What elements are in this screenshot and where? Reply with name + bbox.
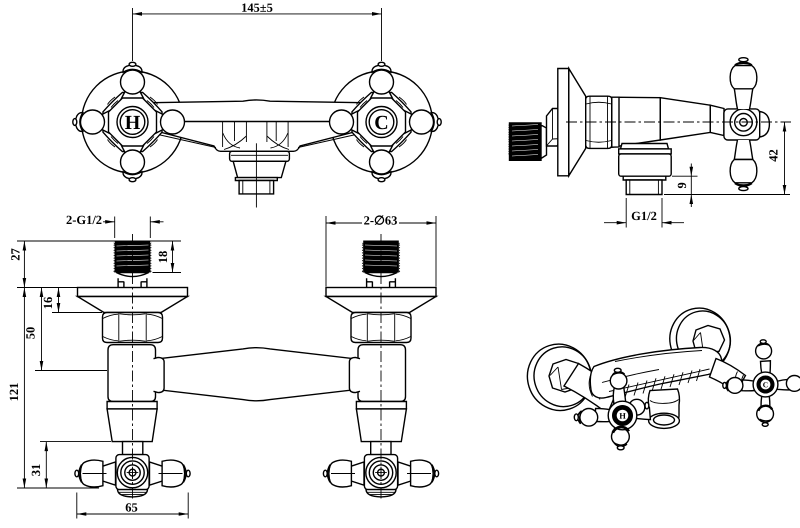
- svg-text:65: 65: [125, 500, 138, 514]
- svg-text:2-∅63: 2-∅63: [364, 213, 398, 227]
- svg-text:H: H: [619, 411, 626, 421]
- svg-text:C: C: [374, 112, 388, 134]
- svg-text:145±5: 145±5: [241, 1, 273, 15]
- svg-text:2-G1/2: 2-G1/2: [66, 213, 102, 227]
- svg-text:H: H: [125, 112, 141, 134]
- svg-text:27: 27: [8, 248, 22, 261]
- svg-text:42: 42: [767, 149, 781, 162]
- svg-text:121: 121: [7, 383, 21, 402]
- svg-text:16: 16: [41, 297, 55, 310]
- svg-text:C: C: [763, 380, 768, 389]
- svg-text:9: 9: [675, 182, 689, 188]
- svg-text:G1/2: G1/2: [631, 209, 657, 223]
- svg-text:31: 31: [29, 464, 43, 477]
- svg-text:18: 18: [156, 251, 170, 264]
- svg-text:50: 50: [24, 327, 38, 340]
